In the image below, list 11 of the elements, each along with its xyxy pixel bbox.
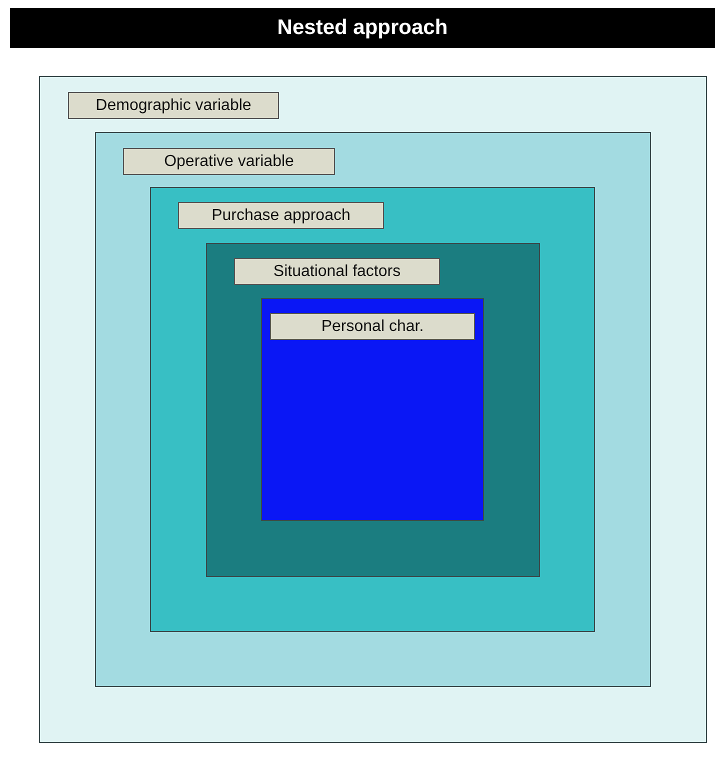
nested-box (206, 243, 540, 577)
nested-box (39, 76, 707, 743)
box-label: Situational factors (234, 258, 440, 285)
title-bar: Nested approach (10, 8, 715, 48)
nested-box (150, 187, 595, 632)
box-label: Demographic variable (68, 92, 279, 119)
nested-box (261, 298, 484, 521)
box-label: Personal char. (270, 313, 475, 340)
nested-box (95, 132, 651, 687)
box-label: Operative variable (123, 148, 335, 175)
box-label: Purchase approach (178, 202, 384, 229)
